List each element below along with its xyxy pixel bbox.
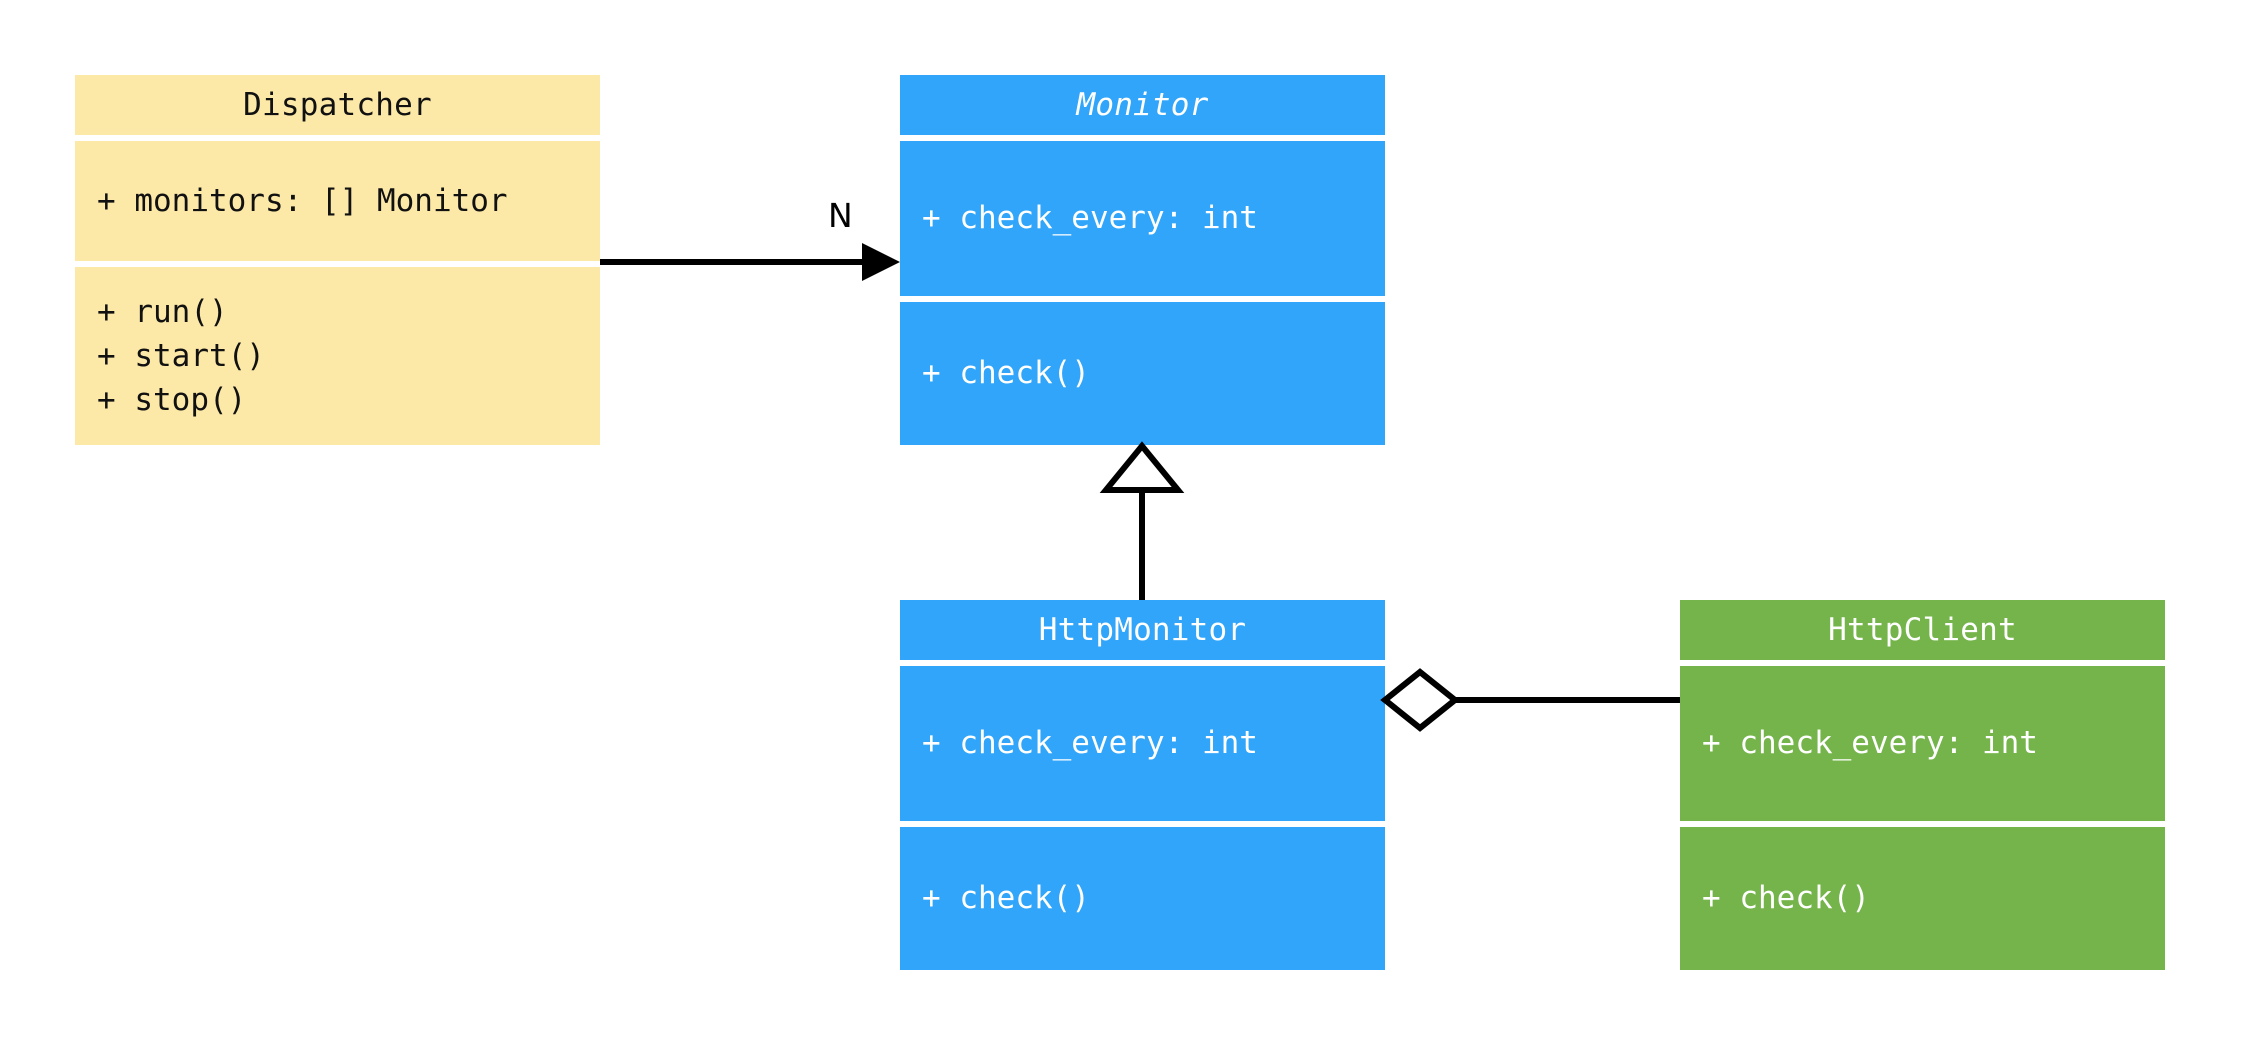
class-attributes-compartment-httpclient: + check_every: int (1680, 666, 2165, 821)
compartment-divider (75, 261, 600, 267)
class-methods-compartment-monitor: + check() (900, 302, 1385, 445)
class-name-httpclient: HttpClient (1828, 612, 2017, 648)
class-box-monitor[interactable]: Monitor + check_every: int + check() (900, 75, 1385, 445)
relation-httpmonitor-monitor (1099, 441, 1185, 600)
class-attributes-compartment-monitor: + check_every: int (900, 141, 1385, 296)
attribute-row: + check_every: int (922, 200, 1258, 237)
class-box-httpclient[interactable]: HttpClient + check_every: int + check() (1680, 600, 2165, 970)
class-box-httpmonitor[interactable]: HttpMonitor + check_every: int + check() (900, 600, 1385, 970)
attribute-row: + check_every: int (1702, 725, 2038, 762)
attribute-row: + check_every: int (922, 725, 1258, 762)
class-title-compartment-monitor: Monitor (900, 75, 1385, 135)
class-methods-compartment-dispatcher: + run() + start() + stop() (75, 267, 600, 445)
class-attributes-compartment-dispatcher: + monitors: [] Monitor (75, 141, 600, 261)
method-row: + start() (97, 337, 265, 374)
class-title-compartment-dispatcher: Dispatcher (75, 75, 600, 135)
class-methods-compartment-httpmonitor: + check() (900, 827, 1385, 970)
class-box-dispatcher[interactable]: Dispatcher + monitors: [] Monitor + run(… (75, 75, 600, 445)
method-row: + check() (1702, 880, 1870, 917)
method-row: + check() (922, 880, 1090, 917)
class-title-compartment-httpclient: HttpClient (1680, 600, 2165, 660)
relation-dispatcher-monitor (600, 243, 900, 281)
method-row: + run() (97, 293, 228, 330)
compartment-divider (75, 135, 600, 141)
method-row: + check() (922, 355, 1090, 392)
compartment-divider (1680, 821, 2165, 827)
class-name-dispatcher: Dispatcher (243, 87, 432, 123)
class-methods-compartment-httpclient: + check() (1680, 827, 2165, 970)
relation-label-multiplicity: N (828, 196, 853, 235)
compartment-divider (900, 296, 1385, 302)
class-title-compartment-httpmonitor: HttpMonitor (900, 600, 1385, 660)
class-name-httpmonitor: HttpMonitor (1038, 612, 1247, 648)
method-row: + stop() (97, 382, 247, 418)
relation-httpmonitor-httpclient (1380, 668, 1680, 732)
class-attributes-compartment-httpmonitor: + check_every: int (900, 666, 1385, 821)
attribute-row: + monitors: [] Monitor (97, 182, 508, 219)
class-name-monitor: Monitor (1076, 87, 1209, 123)
compartment-divider (900, 660, 1385, 666)
compartment-divider (1680, 660, 2165, 666)
association-arrowhead-icon (862, 243, 900, 281)
compartment-divider (900, 135, 1385, 141)
inheritance-triangle-icon (1099, 441, 1185, 493)
compartment-divider (900, 821, 1385, 827)
aggregation-diamond-icon (1380, 668, 1460, 732)
